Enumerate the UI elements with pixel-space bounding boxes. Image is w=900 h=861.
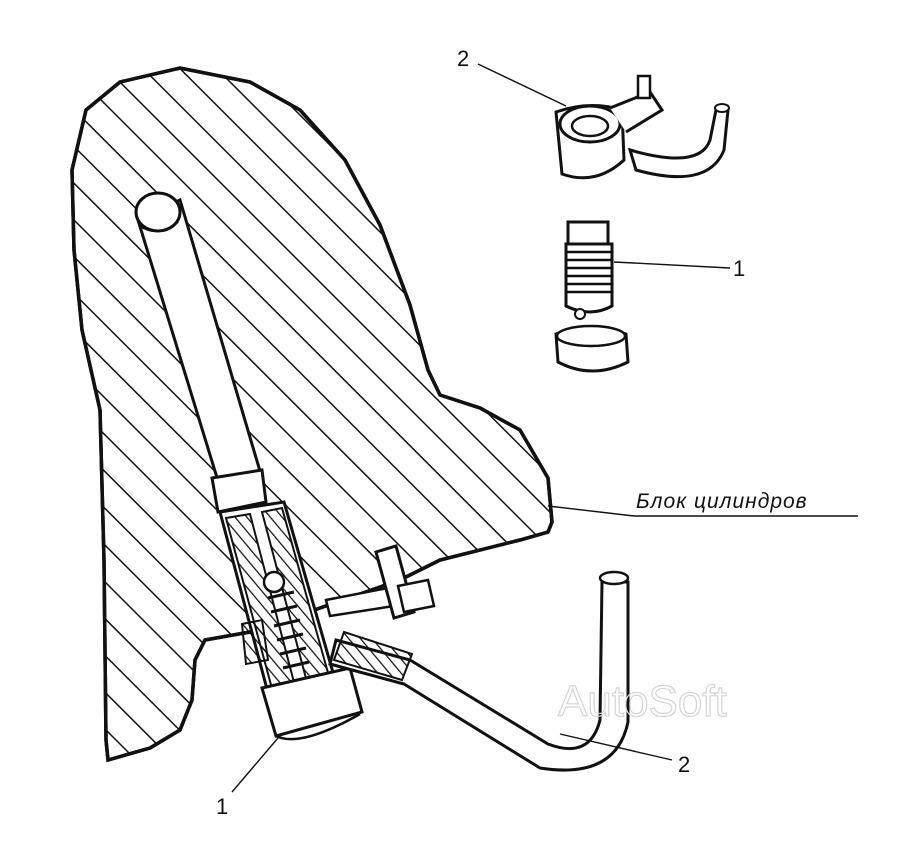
- leader-lines: [231, 63, 858, 793]
- oil-nozzle-part: [554, 74, 730, 180]
- check-valve-bolt-part: [554, 220, 630, 373]
- label-part-1-top: 1: [733, 256, 745, 281]
- watermark: AutoSoft: [558, 677, 727, 726]
- label-cylinder-block: Блок цилиндров: [636, 490, 808, 513]
- valve-spring: [267, 590, 310, 670]
- label-part-1-bottom: 1: [216, 794, 228, 819]
- oil-nozzle-tube-assembly: [324, 544, 630, 772]
- label-part-2-bottom: 2: [678, 752, 690, 777]
- oil-channel: [134, 191, 264, 496]
- label-part-2-top: 2: [457, 46, 469, 71]
- check-valve-bolt-section: [210, 468, 364, 741]
